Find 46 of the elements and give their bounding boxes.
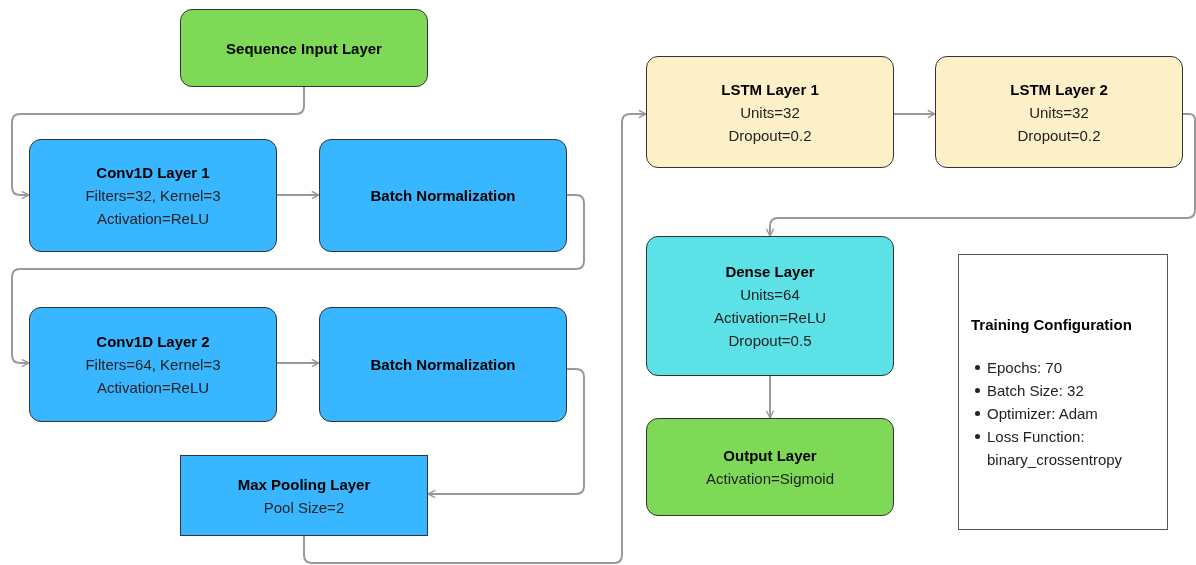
layer-title: Conv1D Layer 2 — [96, 332, 210, 352]
arrow — [276, 358, 320, 368]
layer-title: Sequence Input Layer — [226, 38, 382, 59]
config-item: Batch Size: 32 — [987, 381, 1084, 401]
layer-parameter: Activation=ReLU — [713, 308, 827, 328]
layer-title: Training Configuration — [971, 315, 1132, 335]
conv-layer-box — [29, 139, 277, 252]
layer-parameter: Activation=ReLU — [96, 209, 210, 229]
layer-title: Output Layer — [723, 446, 817, 466]
config-item: Optimizer: Adam — [987, 404, 1098, 424]
layer-title: Batch Normalization — [370, 186, 516, 206]
input-layer-box — [180, 9, 428, 87]
layer-parameter: Dropout=0.2 — [1017, 125, 1101, 146]
layer-parameter: Dropout=0.2 — [728, 125, 812, 146]
output-layer-box — [646, 418, 894, 516]
layer-parameter: Dropout=0.5 — [728, 331, 812, 351]
layer-title: LSTM Layer 1 — [721, 79, 819, 100]
layer-parameter: Filters=64, Kernel=3 — [85, 355, 221, 375]
conv-layer-box — [29, 307, 277, 422]
arrow — [276, 190, 320, 200]
batch-norm-box — [319, 307, 567, 422]
arrow — [11, 86, 305, 200]
layer-title: Conv1D Layer 1 — [96, 163, 210, 183]
layer-title: LSTM Layer 2 — [1010, 79, 1108, 100]
layer-parameter: Pool Size=2 — [263, 497, 345, 518]
layer-parameter: Activation=Sigmoid — [706, 469, 834, 489]
config-item: Epochs: 70 — [987, 358, 1063, 378]
layer-title: Batch Normalization — [370, 355, 516, 375]
layer-parameter: Units=64 — [740, 285, 800, 305]
lstm-layer-box — [646, 56, 894, 168]
layer-parameter: Units=32 — [740, 102, 800, 123]
arrow — [765, 375, 775, 419]
dense-layer-box — [646, 236, 894, 376]
layer-parameter: Units=32 — [1029, 102, 1089, 123]
lstm-layer-box — [935, 56, 1183, 168]
arrow — [893, 109, 936, 119]
config-panel — [958, 254, 1168, 530]
layer-parameter: Filters=32, Kernel=3 — [85, 186, 221, 206]
arrow — [765, 113, 1196, 237]
config-item: Loss Function: binary_crossentropy — [987, 427, 1124, 470]
layer-title: Dense Layer — [725, 262, 815, 282]
layer-title: Max Pooling Layer — [237, 474, 371, 495]
layer-parameter: Activation=ReLU — [96, 378, 210, 398]
batch-norm-box — [319, 139, 567, 252]
pooling-layer-box — [180, 455, 428, 536]
arrow — [303, 109, 647, 564]
